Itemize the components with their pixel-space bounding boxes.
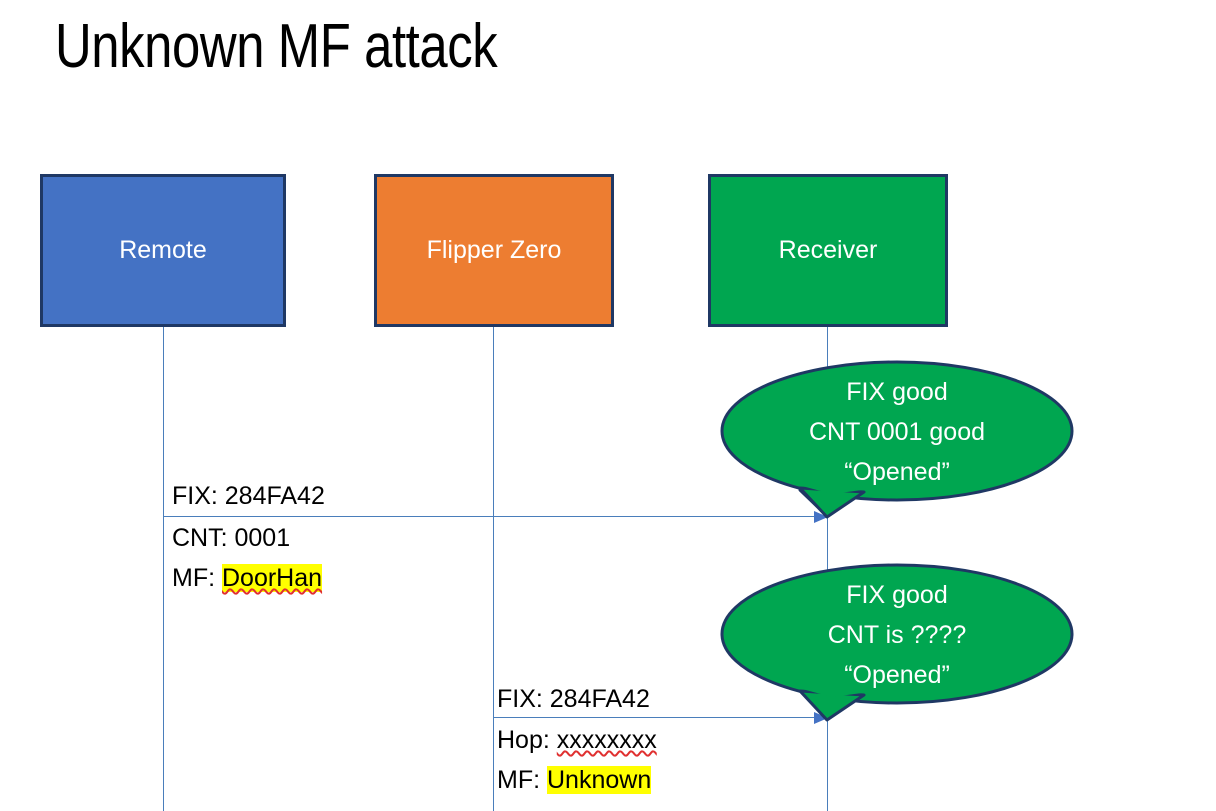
callout-bubble-2-text: FIX good CNT is ???? “Opened” [722, 575, 1072, 695]
lifeline-remote [163, 327, 164, 811]
callout-bubble-2-line2: CNT is ???? [827, 621, 967, 649]
message-2-details: Hop: xxxxxxxx MF: Unknown [497, 720, 657, 800]
callout-bubble-2-line1: FIX good [846, 581, 948, 609]
page-title: Unknown MF attack [55, 12, 498, 81]
message-2-fix-line: FIX: 284FA42 [497, 685, 650, 713]
callout-bubble-1-text: FIX good CNT 0001 good “Opened” [722, 372, 1072, 492]
callout-bubble-1-line1: FIX good [846, 378, 948, 406]
callout-bubble-1-line3: “Opened” [844, 458, 950, 486]
callout-bubble-2-line3: “Opened” [844, 661, 950, 689]
message-2-mf-label: MF: [497, 766, 547, 794]
message-2-hop-label: Hop: [497, 726, 557, 754]
message-1-cnt-label: CNT: [172, 524, 235, 552]
message-1-cnt-line: CNT: 0001 [172, 518, 322, 558]
message-2-hop-value: xxxxxxxx [556, 726, 657, 754]
message-2-mf-value: Unknown [547, 766, 652, 794]
message-1-mf-value: DoorHan [222, 564, 323, 592]
message-1-mf-line: MF: DoorHan [172, 558, 323, 598]
callout-bubble-1-shape [720, 360, 1074, 519]
callout-bubble-2-shape [720, 563, 1074, 722]
callout-bubble-1-line2: CNT 0001 good [808, 418, 986, 446]
actor-label-flipper: Flipper Zero [426, 236, 562, 264]
actor-box-flipper[interactable]: Flipper Zero [374, 174, 614, 327]
actor-label-receiver: Receiver [778, 236, 878, 264]
actor-box-receiver[interactable]: Receiver [708, 174, 948, 327]
actor-label-remote: Remote [119, 236, 207, 264]
callout-bubble-2[interactable]: FIX good CNT is ???? “Opened” [720, 563, 1074, 722]
callout-bubble-1[interactable]: FIX good CNT 0001 good “Opened” [720, 360, 1074, 519]
message-1-fix-line: FIX: 284FA42 [172, 482, 325, 510]
actor-box-remote[interactable]: Remote [40, 174, 286, 327]
message-2-mf-line: MF: Unknown [497, 760, 657, 800]
message-2-hop-line: Hop: xxxxxxxx [497, 720, 657, 760]
message-arrow-remote-to-receiver[interactable] [163, 510, 828, 523]
message-1-details: CNT: 0001 MF: DoorHan [172, 518, 323, 598]
message-1-mf-label: MF: [172, 564, 222, 592]
message-1-cnt-value: 0001 [234, 524, 291, 552]
lifeline-flipper [493, 327, 494, 811]
